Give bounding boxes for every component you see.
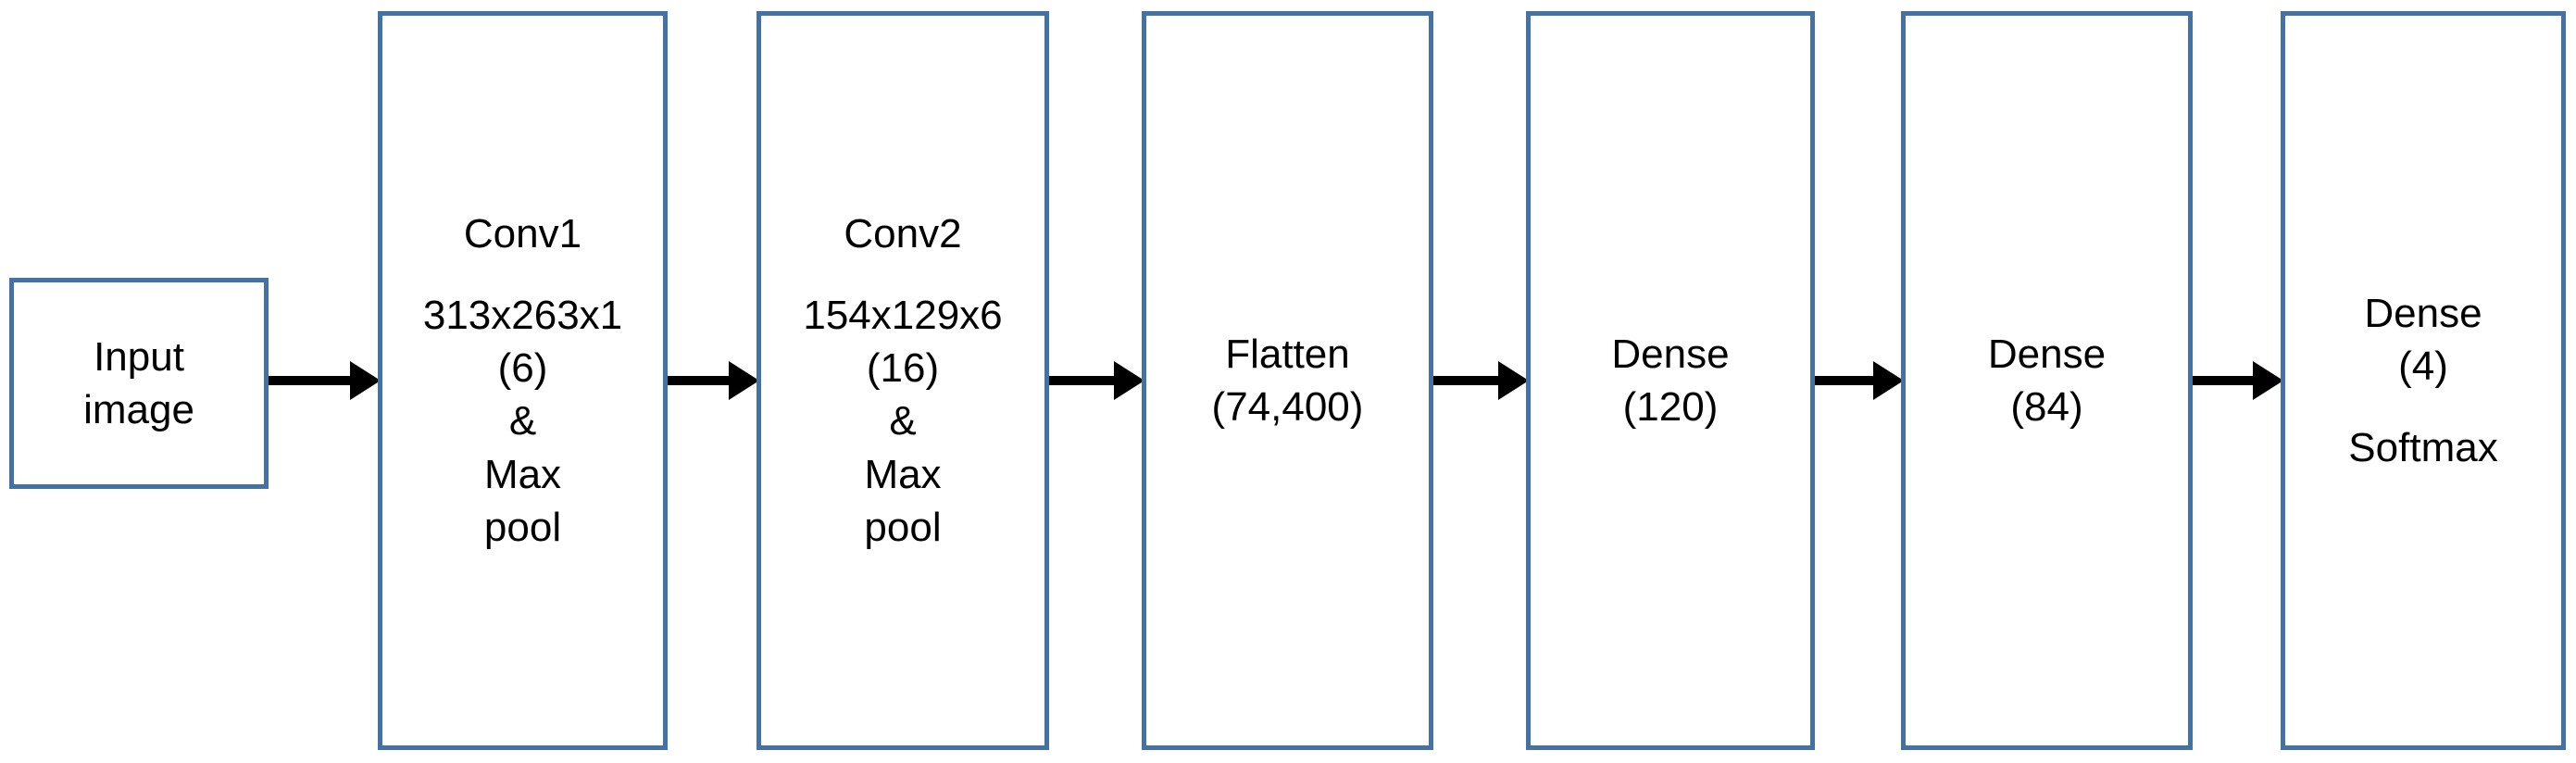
node-label-line: Input [94,333,184,380]
node-label-line: (6) [497,345,548,392]
arrow-head-icon [1498,361,1529,400]
arrow-shaft [1047,376,1116,385]
node-label-line: Dense [1611,331,1730,377]
arrow-shaft [1813,376,1875,385]
node-label-line: (120) [1622,384,1719,430]
node-label-line: (4) [2398,344,2448,389]
node-flatten[interactable]: Flatten (74,400) [1142,11,1433,750]
node-dense-4-softmax[interactable]: Dense (4) Softmax [2281,11,2566,750]
node-conv1[interactable]: Conv1 313x263x1 (6) & Max pool [378,11,668,750]
node-label-line: Dense [1987,331,2107,377]
arrow-shaft [267,376,352,385]
arrow-head-icon [1114,361,1144,400]
node-label-line: & [508,398,537,444]
node-label-line: pool [864,504,942,550]
node-label-line: Softmax [2348,424,2498,470]
node-label-line: & [889,398,917,444]
node-label-line: Max [864,451,942,497]
arrow-shaft [1432,376,1500,385]
arrow-shaft [666,376,731,385]
node-label-line: (74,400) [1211,384,1364,430]
node-label-line: 154x129x6 [803,293,1003,339]
node-label-line: Conv2 [844,211,962,257]
node-label-line: Dense [2364,290,2482,336]
arrow-head-icon [2253,361,2283,400]
arrow-head-icon [350,361,381,400]
arrow-head-icon [1873,361,1904,400]
node-label-line: Flatten [1225,331,1350,377]
node-label-line: Conv1 [463,211,582,257]
arrow-head-icon [729,361,759,400]
node-dense-120[interactable]: Dense (120) [1526,11,1815,750]
node-label-line: Max [483,451,562,497]
node-label-line: (84) [2010,384,2083,430]
node-dense-84[interactable]: Dense (84) [1901,11,2193,750]
arrow-shaft [2191,376,2255,385]
node-input-image[interactable]: Input image [9,278,269,489]
node-label-line: image [83,387,194,432]
node-label-line: 313x263x1 [422,293,623,339]
node-label-line: pool [483,504,562,550]
node-conv2[interactable]: Conv2 154x129x6 (16) & Max pool [757,11,1049,750]
node-label-line: (16) [866,345,940,392]
